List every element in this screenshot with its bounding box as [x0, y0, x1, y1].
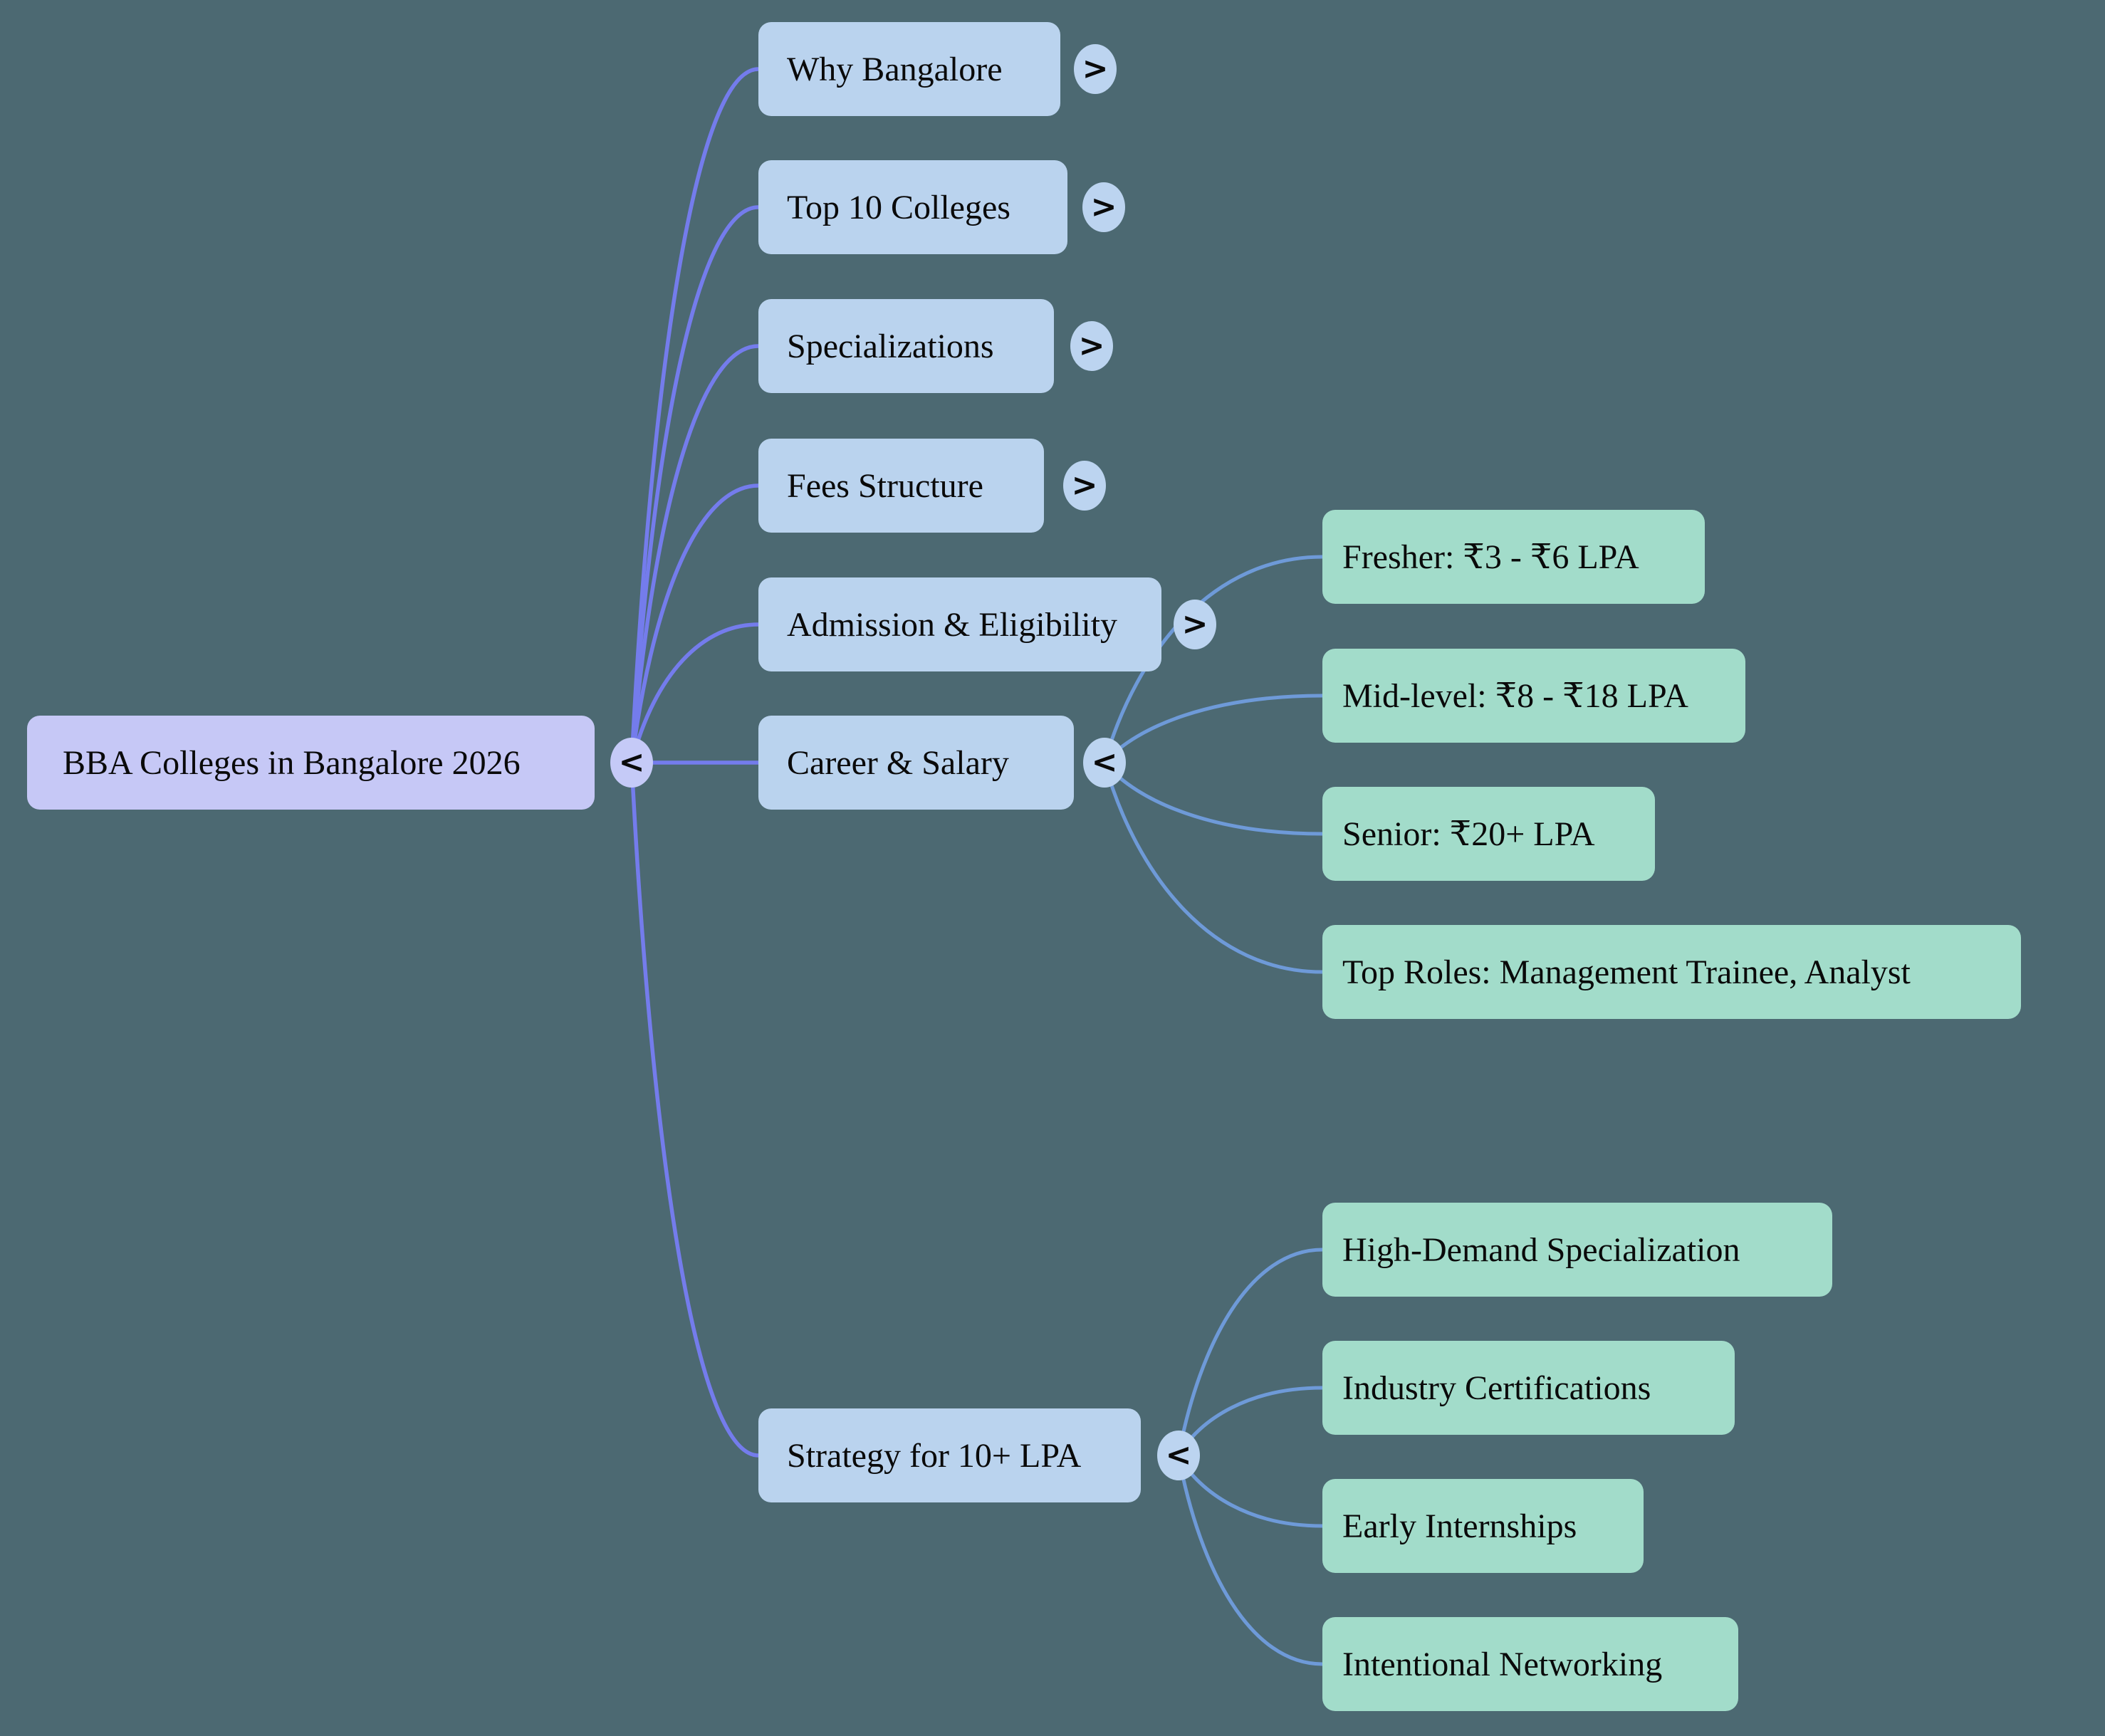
branch-label: Why Bangalore [787, 50, 1003, 88]
branch-label: Career & Salary [787, 743, 1009, 782]
connector-root-strategy [630, 760, 761, 1458]
toggle-strategy-10-lpa[interactable]: < [1157, 1431, 1200, 1480]
toggle-career-salary[interactable]: < [1083, 738, 1126, 788]
connector-strategy-specialization [1176, 1248, 1325, 1458]
leaf-node-fresher-salary: Fresher: ₹3 - ₹6 LPA [1322, 510, 1705, 604]
chevron-left-icon: < [618, 744, 645, 780]
branch-label: Top 10 Colleges [787, 188, 1010, 226]
root-node-label: BBA Colleges in Bangalore 2026 [63, 743, 521, 782]
connector-root-admission [630, 622, 761, 765]
branch-label: Specializations [787, 327, 994, 365]
branch-node-fees-structure: Fees Structure [758, 439, 1044, 533]
branch-label: Fees Structure [787, 466, 983, 505]
connector-strategy-certifications [1176, 1386, 1325, 1458]
leaf-node-high-demand-specialization: High-Demand Specialization [1322, 1203, 1832, 1297]
leaf-label: Mid-level: ₹8 - ₹18 LPA [1342, 677, 1688, 715]
leaf-label: Senior: ₹20+ LPA [1342, 815, 1595, 853]
connector-root-why-bangalore [630, 67, 761, 765]
leaf-node-senior-salary: Senior: ₹20+ LPA [1322, 787, 1655, 881]
toggle-admission-eligibility[interactable]: > [1174, 600, 1216, 649]
connector-root-fees-structure [630, 483, 761, 765]
connector-career-top-roles [1102, 760, 1325, 974]
leaf-node-mid-level-salary: Mid-level: ₹8 - ₹18 LPA [1322, 649, 1745, 743]
leaf-node-early-internships: Early Internships [1322, 1479, 1644, 1573]
branch-node-strategy-10-lpa: Strategy for 10+ LPA [758, 1408, 1141, 1502]
connector-career-senior [1102, 760, 1325, 836]
leaf-node-intentional-networking: Intentional Networking [1322, 1617, 1738, 1711]
branch-node-top-10-colleges: Top 10 Colleges [758, 160, 1067, 254]
branch-label: Strategy for 10+ LPA [787, 1436, 1082, 1475]
branch-label: Admission & Eligibility [787, 605, 1118, 644]
branch-node-specializations: Specializations [758, 299, 1054, 393]
connector-root-specializations [630, 344, 761, 765]
branch-node-why-bangalore: Why Bangalore [758, 22, 1060, 116]
toggle-why-bangalore[interactable]: > [1074, 44, 1117, 94]
leaf-label: Early Internships [1342, 1507, 1577, 1545]
chevron-right-icon: > [1082, 51, 1109, 87]
toggle-top-10-colleges[interactable]: > [1082, 182, 1125, 232]
chevron-left-icon: < [1091, 744, 1118, 780]
chevron-right-icon: > [1090, 189, 1117, 225]
leaf-label: Industry Certifications [1342, 1369, 1651, 1407]
chevron-left-icon: < [1165, 1437, 1192, 1473]
toggle-fees-structure[interactable]: > [1063, 461, 1106, 511]
chevron-right-icon: > [1071, 467, 1098, 503]
toggle-specializations[interactable]: > [1070, 321, 1113, 371]
branch-node-career-salary: Career & Salary [758, 716, 1074, 810]
connector-root-top-10-colleges [630, 205, 761, 765]
connector-strategy-internships [1176, 1453, 1325, 1528]
chevron-right-icon: > [1078, 328, 1105, 364]
branch-node-admission-eligibility: Admission & Eligibility [758, 577, 1161, 671]
connector-career-mid-level [1102, 694, 1325, 765]
root-node: BBA Colleges in Bangalore 2026 [27, 716, 595, 810]
connector-strategy-networking [1176, 1453, 1325, 1666]
leaf-label: Intentional Networking [1342, 1645, 1663, 1683]
chevron-right-icon: > [1181, 606, 1208, 642]
leaf-label: Fresher: ₹3 - ₹6 LPA [1342, 538, 1639, 576]
root-toggle-button[interactable]: < [610, 738, 653, 788]
leaf-label: High-Demand Specialization [1342, 1230, 1740, 1269]
leaf-node-top-roles: Top Roles: Management Trainee, Analyst [1322, 925, 2021, 1019]
leaf-label: Top Roles: Management Trainee, Analyst [1342, 953, 1911, 991]
leaf-node-industry-certifications: Industry Certifications [1322, 1341, 1735, 1435]
